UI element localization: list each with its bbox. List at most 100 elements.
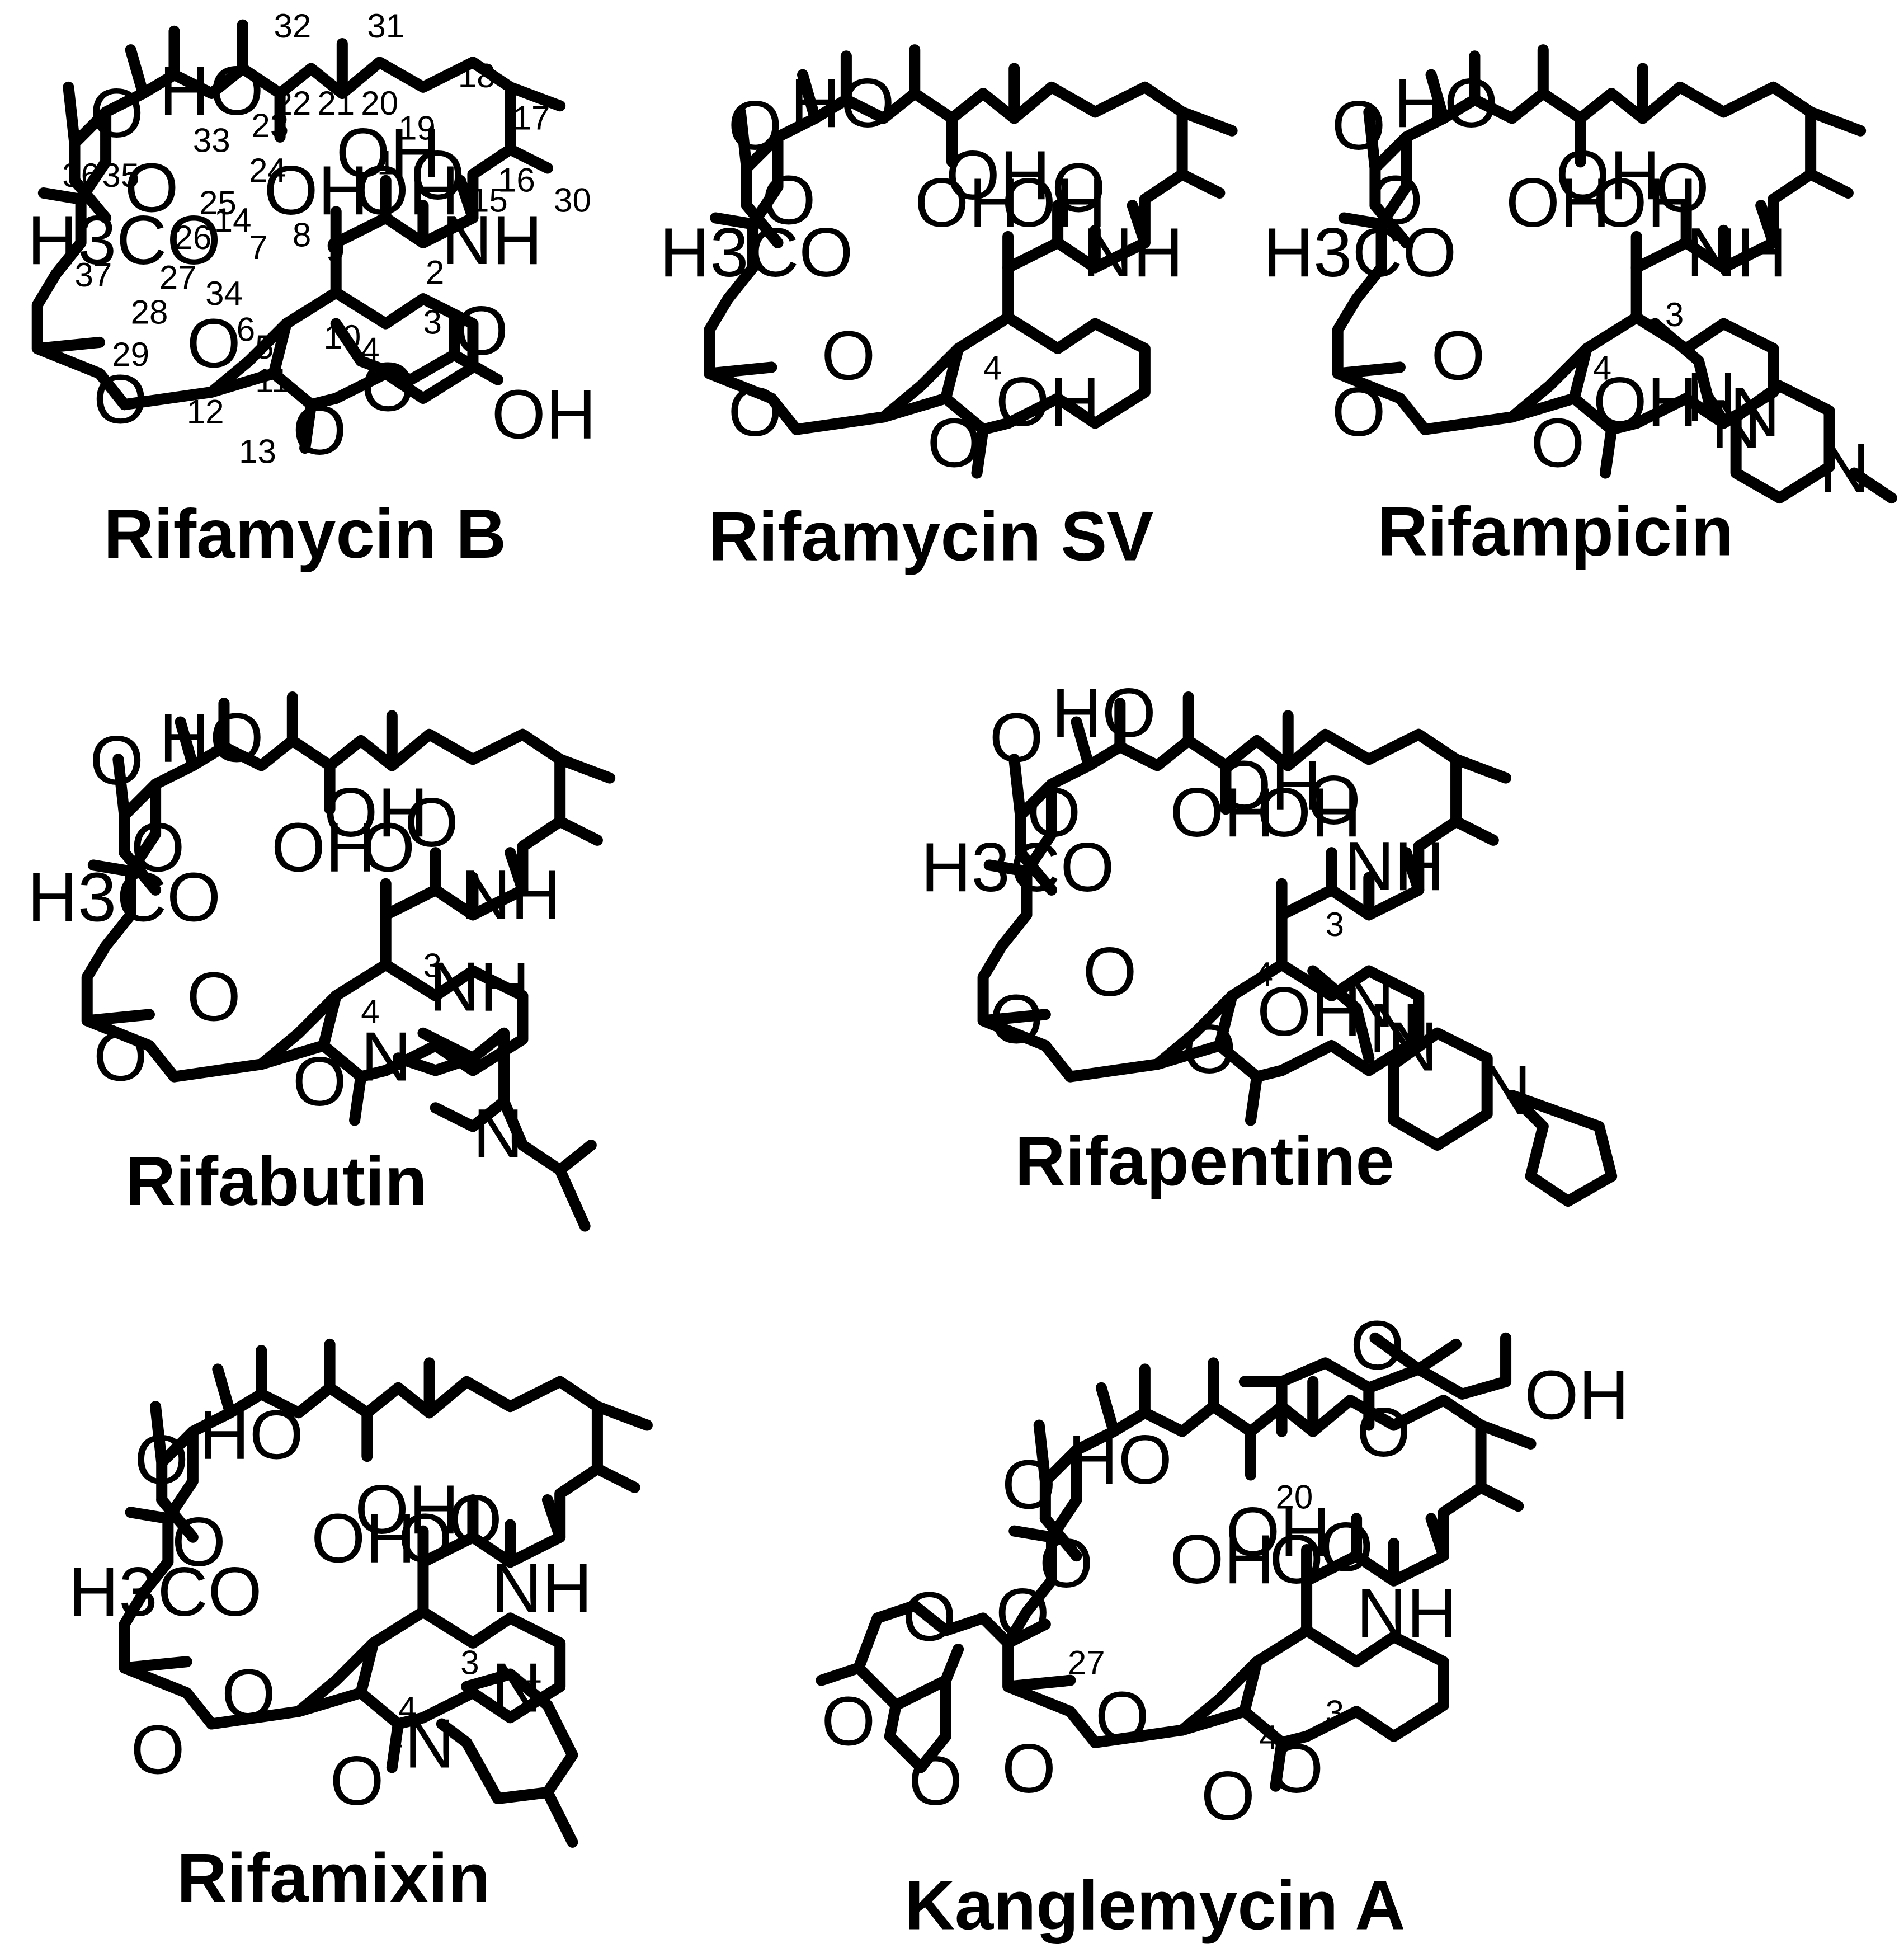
atom-label: NH — [1686, 214, 1787, 291]
atom-label: O — [1083, 933, 1137, 1011]
atom-label: O — [454, 292, 508, 370]
atom-label: OH — [1556, 137, 1660, 214]
locant: 23 — [251, 107, 289, 144]
atom-label: O — [821, 1682, 875, 1760]
locant: 9 — [326, 231, 345, 269]
atom-label: OH — [355, 1471, 459, 1549]
compound-name: Rifamycin SV — [708, 497, 1153, 575]
atom-label: O — [361, 809, 415, 887]
atom-label: N — [1481, 1051, 1531, 1129]
locant: 21 — [317, 84, 355, 122]
atom-label: O — [134, 1421, 188, 1499]
atom-label: O — [1356, 1394, 1411, 1471]
locant: 25 — [199, 184, 237, 222]
atom-label: N — [1730, 373, 1780, 451]
locant: 4 — [983, 350, 1002, 387]
locant: 28 — [131, 294, 168, 331]
locant: 3 — [1325, 906, 1344, 943]
atom-label: O — [728, 373, 783, 451]
atom-label: OH — [915, 164, 1019, 242]
locant: 3 — [423, 303, 441, 341]
atom-label: H3CO — [27, 201, 221, 279]
atom-label: O — [1332, 373, 1386, 451]
locant: 4 — [1593, 350, 1611, 387]
locant: 37 — [74, 256, 112, 294]
atom-label: O — [1319, 1508, 1373, 1586]
atom-label: OH — [1506, 164, 1610, 242]
atom-label: O — [187, 304, 241, 382]
locant: 12 — [187, 393, 224, 431]
atom-label: N — [361, 1018, 411, 1095]
atom-label: O — [89, 74, 144, 152]
atom-label: N — [1820, 429, 1870, 507]
compound-rifampicin: HO OH OH OH O O NH H3CO O O O O OH N N N… — [1263, 50, 1897, 570]
atom-label: O — [89, 722, 144, 799]
atom-label: O — [361, 348, 415, 426]
atom-label: OH — [996, 363, 1100, 441]
atom-label: NH — [1083, 214, 1184, 291]
atom-label: OH — [1002, 164, 1106, 242]
compound-rifapentine: HO OH OH OH O O NH H3CO O O O O OH N N N… — [921, 674, 1618, 1207]
atom-label: OH — [1217, 746, 1322, 824]
atom-label: OH — [1593, 363, 1698, 441]
atom-label: O — [1655, 149, 1709, 227]
locant: 22 — [274, 84, 311, 122]
atom-label: O — [1307, 761, 1361, 839]
atom-label: NH — [430, 948, 530, 1026]
atom-label: O — [1269, 1730, 1323, 1808]
atom-label: OH — [1226, 1493, 1330, 1571]
compound-name: Rifamixin — [177, 1839, 491, 1917]
atom-label: O — [1002, 1730, 1056, 1808]
atom-label: O — [411, 137, 465, 214]
atom-label: O — [1350, 1306, 1405, 1384]
locant: 24 — [249, 152, 286, 189]
locant: 36 — [62, 157, 100, 194]
atom-label: O — [1431, 317, 1486, 395]
atom-label: OH — [336, 114, 441, 192]
atom-label: O — [1531, 404, 1585, 482]
atom-label: OH — [323, 774, 428, 851]
locant: - — [392, 1725, 403, 1762]
locant: 14 — [214, 201, 252, 239]
atom-label: O — [1332, 87, 1386, 164]
locant: 33 — [193, 122, 230, 159]
atom-label: H3CO — [921, 829, 1114, 906]
atom-label: O — [908, 1742, 963, 1820]
atom-label: HO — [1068, 1421, 1172, 1499]
atom-label: O — [996, 1574, 1050, 1652]
atom-label: O — [821, 317, 875, 395]
atom-label: O — [131, 1711, 185, 1789]
locant: 17 — [513, 99, 550, 137]
atom-label: HO — [199, 1396, 304, 1474]
locant: 4 — [361, 331, 379, 368]
atom-label: OH — [1170, 774, 1274, 851]
locant: 5 — [255, 328, 274, 366]
atom-label: O — [131, 809, 185, 887]
atom-label: OH — [1257, 774, 1361, 851]
locant: 8 — [293, 217, 311, 254]
atom-label: OH — [1593, 164, 1698, 242]
locant: + — [522, 1663, 542, 1700]
locant: 10 — [323, 318, 361, 356]
atom-label: OH — [271, 809, 376, 887]
atom-label: O — [330, 1742, 384, 1820]
locant: 13 — [239, 433, 276, 470]
locant: 27 — [159, 258, 197, 296]
compound-name: Rifamycin B — [103, 495, 506, 573]
locant: 3 — [1665, 296, 1684, 333]
locant: 19 — [398, 109, 436, 147]
locant: 3 — [1325, 1694, 1344, 1731]
locant: 18 — [458, 57, 496, 95]
atom-label: NH — [442, 201, 543, 279]
atom-label: N — [492, 1649, 542, 1726]
locant: 7 — [249, 229, 267, 266]
atom-label: OH — [355, 152, 459, 229]
atom-label: O — [221, 1655, 276, 1733]
atom-label: O — [293, 392, 347, 469]
locant: 4 — [1260, 1719, 1278, 1756]
atom-label: O — [1002, 1446, 1056, 1524]
atom-label: O — [1052, 149, 1106, 227]
atom-label: OH — [946, 137, 1050, 214]
locant: 26 — [174, 219, 211, 256]
atom-label: O — [728, 87, 783, 164]
